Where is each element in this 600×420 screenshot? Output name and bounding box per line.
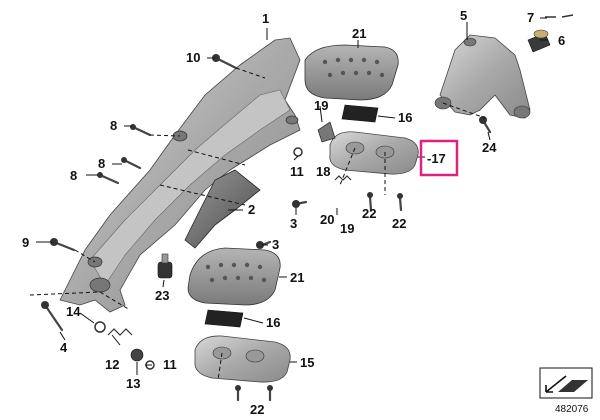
circlip <box>94 321 106 333</box>
bolt-heads <box>41 54 487 391</box>
part-label-17: -17 <box>427 151 446 166</box>
part-label-5: 5 <box>460 8 467 23</box>
part-label-10: 10 <box>186 50 200 65</box>
part-label-19b: 19 <box>340 221 354 236</box>
part-label-11b: 11 <box>163 357 177 372</box>
highlight-box-17 <box>419 139 459 177</box>
part-labels: 1 21 5 7 6 10 8 8 8 9 2 3 3 11 19 16 24 … <box>22 8 565 417</box>
rubber-buffer <box>157 261 173 279</box>
part-label-23: 23 <box>155 288 169 303</box>
reference-arrow-icon <box>545 375 567 393</box>
part-label-2: 2 <box>248 202 255 217</box>
lower-damper-plate <box>204 309 244 328</box>
upper-footpeg-rubber <box>304 44 399 101</box>
upper-footpeg <box>329 131 419 175</box>
bracket-hole <box>89 277 111 293</box>
mount-hole <box>463 37 477 47</box>
part-label-22b: 22 <box>392 216 406 231</box>
part-label-14: 14 <box>66 304 81 319</box>
rubber-buffer-stud <box>161 253 169 264</box>
pivot-bracket <box>317 121 336 143</box>
part-label-16a: 16 <box>398 110 412 125</box>
part-label-21: 21 <box>352 26 366 41</box>
spring <box>107 328 133 336</box>
upper-damper-plate <box>341 104 379 123</box>
part-label-4: 4 <box>60 340 68 355</box>
circlip <box>293 147 303 157</box>
part-label-16b: 16 <box>266 315 280 330</box>
upper-rubber-dots <box>322 57 385 78</box>
part-label-12: 12 <box>105 357 119 372</box>
part-label-24: 24 <box>482 140 497 155</box>
mount-hole <box>513 105 531 119</box>
part-label-8b: 8 <box>98 156 105 171</box>
lower-rubber-dots <box>205 262 267 283</box>
part-label-9: 9 <box>22 235 29 250</box>
part-label-11a: 11 <box>290 164 304 179</box>
part-label-18: 18 <box>316 164 330 179</box>
footpeg-mount-bracket <box>439 34 531 119</box>
part-label-7: 7 <box>527 10 534 25</box>
reference-icon-box <box>539 367 593 399</box>
part-label-20: 20 <box>320 212 334 227</box>
reference-plate-icon <box>558 380 588 392</box>
part-label-21b: 21 <box>290 270 304 285</box>
lower-footpeg-boss <box>245 349 265 363</box>
part-label-15: 15 <box>300 355 314 370</box>
spring <box>334 175 352 181</box>
rubber-plug-top <box>533 29 549 39</box>
assembly-lines <box>29 67 486 381</box>
part-label-22c: 22 <box>250 402 264 417</box>
heel-guard-plate <box>184 169 261 249</box>
pivot-pin-head <box>130 348 144 362</box>
reference-code: 482076 <box>555 404 589 415</box>
small-screw <box>561 14 574 18</box>
lower-footpeg-rubber <box>187 247 281 306</box>
leader-lines <box>36 17 548 375</box>
part-label-6: 6 <box>558 33 565 48</box>
part-label-22a: 22 <box>362 206 376 221</box>
lower-footpeg <box>194 335 291 383</box>
part-label-8c: 8 <box>70 168 77 183</box>
part-label-1: 1 <box>262 11 269 26</box>
main-bracket-face <box>89 89 291 286</box>
part-label-3a: 3 <box>272 237 279 252</box>
part-label-19a: 19 <box>314 98 328 113</box>
part-label-3b: 3 <box>290 216 297 231</box>
part-label-8a: 8 <box>110 118 117 133</box>
part-label-13: 13 <box>126 376 140 391</box>
bracket-hole <box>285 115 299 125</box>
